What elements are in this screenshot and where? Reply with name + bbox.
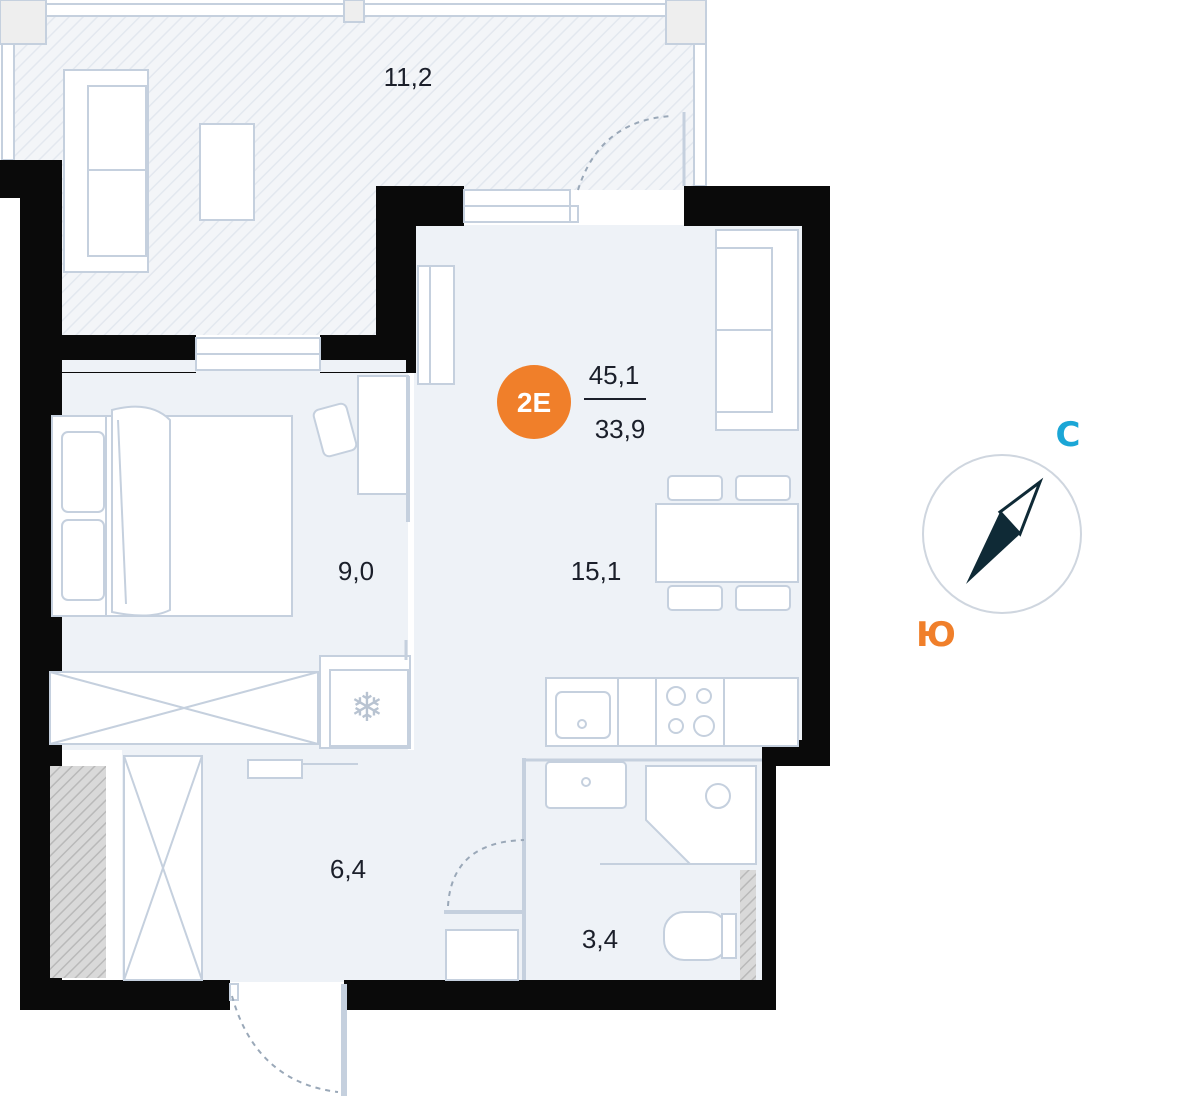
compass-north-label: С bbox=[1056, 415, 1081, 455]
double-bed bbox=[51, 405, 293, 617]
compass: С Ю bbox=[916, 415, 1082, 655]
compass-needle-south bbox=[966, 512, 1020, 584]
balcony-table bbox=[199, 123, 255, 221]
apartment-code: 2E bbox=[517, 387, 551, 418]
apartment-badge: 2E 45,1 33,9 bbox=[497, 360, 646, 444]
kitchen-counter bbox=[545, 677, 799, 747]
bathroom-partition bbox=[444, 758, 762, 980]
balcony-glazing-left bbox=[1, 43, 15, 161]
bedroom-wardrobe bbox=[49, 671, 319, 745]
balcony-sofa bbox=[63, 69, 149, 273]
total-area: 45,1 bbox=[589, 360, 640, 390]
balcony-area-label: 11,2 bbox=[384, 62, 433, 92]
balcony-door-swing bbox=[577, 115, 673, 191]
wardrobe-column bbox=[417, 265, 455, 385]
balcony-glazing-top-right bbox=[363, 3, 667, 17]
fridge: ❄ bbox=[319, 655, 411, 749]
balcony-corner-post-right bbox=[665, 0, 707, 45]
entrance-door-swing bbox=[231, 995, 339, 1093]
living-kitchen-area-label: 15,1 bbox=[571, 556, 622, 586]
bathroom-door-swing bbox=[447, 839, 525, 907]
hallway-shelf bbox=[247, 759, 303, 779]
shower-cabin bbox=[600, 765, 757, 865]
cooktop bbox=[666, 686, 715, 737]
balcony-mid-post bbox=[343, 0, 365, 23]
apartment-badge-circle bbox=[497, 365, 571, 439]
hallway-area-label: 6,4 bbox=[330, 854, 366, 884]
dining-table bbox=[655, 475, 799, 611]
snowflake-icon: ❄ bbox=[350, 685, 384, 731]
compass-ring bbox=[922, 454, 1082, 614]
bathroom-area-label: 3,4 bbox=[582, 924, 618, 954]
bedroom-area-label: 9,0 bbox=[338, 556, 374, 586]
hallway-wardrobe bbox=[123, 755, 203, 981]
kitchen-sink bbox=[555, 691, 611, 739]
compass-south-label: Ю bbox=[916, 615, 956, 655]
living-area: 33,9 bbox=[595, 414, 646, 444]
toilet bbox=[663, 911, 737, 961]
shaft bbox=[50, 766, 106, 978]
living-sofa bbox=[715, 229, 799, 431]
balcony: 11,2 bbox=[0, 0, 707, 335]
balcony-corner-post-left bbox=[0, 0, 47, 45]
desk bbox=[357, 375, 410, 522]
balcony-glazing-right bbox=[693, 43, 707, 187]
balcony-glazing-top-left bbox=[45, 3, 345, 17]
desk-chair bbox=[312, 402, 358, 458]
washing-machine bbox=[445, 929, 519, 981]
